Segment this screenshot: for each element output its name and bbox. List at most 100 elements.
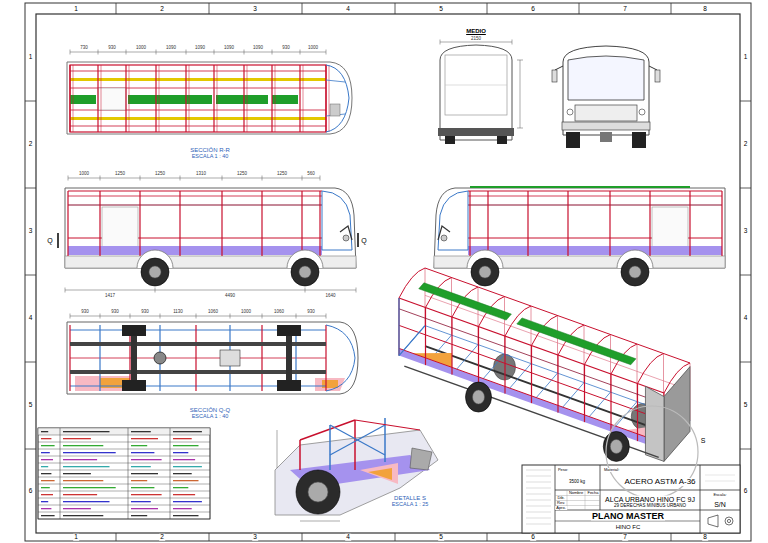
parts-table (63, 452, 116, 453)
bus-side-view (322, 191, 352, 250)
dimension: 1250 (236, 172, 248, 177)
bus-side-view (65, 188, 356, 268)
bus-top-view (70, 78, 326, 81)
dimension-line (512, 40, 513, 45)
detail-view (300, 521, 340, 522)
parts-table (173, 445, 199, 446)
title-block (725, 517, 733, 525)
grid-reference: 2 (159, 534, 165, 541)
bus-isometric-view (399, 268, 425, 298)
grid-reference: 1 (73, 534, 79, 541)
dimension: 560 (306, 172, 316, 177)
bus-isometric-view (466, 382, 492, 412)
sheet-border (25, 101, 36, 102)
grid-reference: 7 (622, 5, 628, 12)
bus-side-view (68, 190, 322, 191)
parts-table (63, 445, 103, 446)
bus-side-view (469, 191, 470, 256)
parts-table (131, 515, 147, 516)
dimension-line (155, 288, 156, 293)
parts-table (38, 428, 210, 429)
dimension-line (296, 314, 297, 319)
bus-side-view (471, 258, 499, 286)
bus-isometric-view (610, 374, 611, 432)
grid-reference: 4 (743, 315, 749, 322)
bus-top-view (330, 104, 340, 116)
bus-floor-section (277, 380, 301, 391)
view-title: DETALLE S (393, 495, 427, 501)
dimension: 1250 (114, 172, 126, 177)
bus-floor-section (220, 350, 240, 366)
bus-top-view (217, 65, 218, 132)
bus-side-view (291, 258, 319, 286)
parts-table (63, 508, 91, 509)
grid-reference: 1 (743, 54, 749, 61)
title-block (705, 481, 735, 482)
parts-table (41, 452, 50, 453)
bus-top-view (185, 65, 186, 132)
title-block-text: ALCA URBANO HINO FC 9J (604, 496, 696, 503)
grid-reference: 3 (28, 228, 34, 235)
parts-table (41, 501, 48, 502)
sheet-border (36, 14, 740, 533)
dimension: 1000 (135, 46, 147, 51)
sheet-border (395, 533, 396, 541)
dimension-line (70, 52, 326, 53)
parts-table (41, 459, 53, 460)
bus-floor-section (286, 330, 292, 386)
dimension-line (65, 288, 66, 293)
dimension: 1090 (252, 46, 264, 51)
sheet-border (25, 188, 36, 189)
title-block-text: 3500 kg (568, 480, 586, 485)
bus-isometric-view (638, 354, 664, 384)
bus-front-view (649, 66, 657, 70)
parts-table (63, 466, 110, 467)
dimension: 930 (110, 310, 120, 315)
dimension: 1060 (273, 310, 285, 315)
parts-table (128, 428, 129, 519)
view-scale: ESCALA 1 : 40 (191, 414, 230, 420)
bus-rear-view (445, 85, 507, 86)
bus-front-view (568, 56, 644, 100)
bus-isometric-view (557, 355, 558, 413)
title-block-text: Fecha (586, 491, 599, 495)
dimension-line (180, 176, 181, 181)
title-block-text: Peso: (557, 468, 569, 472)
bus-top-view (325, 65, 326, 132)
title-block (526, 518, 551, 519)
title-block (526, 482, 551, 483)
parts-table (131, 487, 154, 488)
bus-floor-section (315, 378, 345, 391)
title-block (526, 512, 551, 513)
bus-isometric-view (504, 336, 505, 394)
bus-side-view (261, 191, 262, 256)
bus-isometric-view (478, 327, 479, 385)
bus-side-view (340, 226, 352, 240)
bus-isometric-view (404, 366, 658, 457)
detail-view (299, 440, 301, 470)
bus-side-view (343, 235, 349, 241)
parts-table (170, 428, 171, 519)
sheet-border (671, 3, 672, 14)
bus-top-view (98, 88, 126, 110)
bus-side-view (487, 191, 488, 256)
sheet-border (740, 449, 751, 450)
bus-side-view (57, 233, 59, 248)
bus-floor-section (75, 376, 130, 391)
dimension: 1000 (78, 172, 90, 177)
sheet-border (302, 3, 303, 14)
bus-top-view (70, 117, 326, 120)
bus-top-view (155, 65, 156, 132)
view-title: MEDIO (465, 28, 487, 34)
bus-side-view (567, 191, 568, 256)
title-block-text: HINO FC (615, 524, 642, 530)
parts-table (38, 428, 210, 519)
parts-table (38, 449, 210, 450)
dimension-line (320, 176, 321, 181)
sheet-border (740, 101, 751, 102)
bus-side-view (689, 191, 690, 256)
parts-table (41, 466, 48, 467)
parts-table (131, 494, 162, 495)
dimension: 1250 (154, 172, 166, 177)
detail-view (355, 420, 420, 430)
